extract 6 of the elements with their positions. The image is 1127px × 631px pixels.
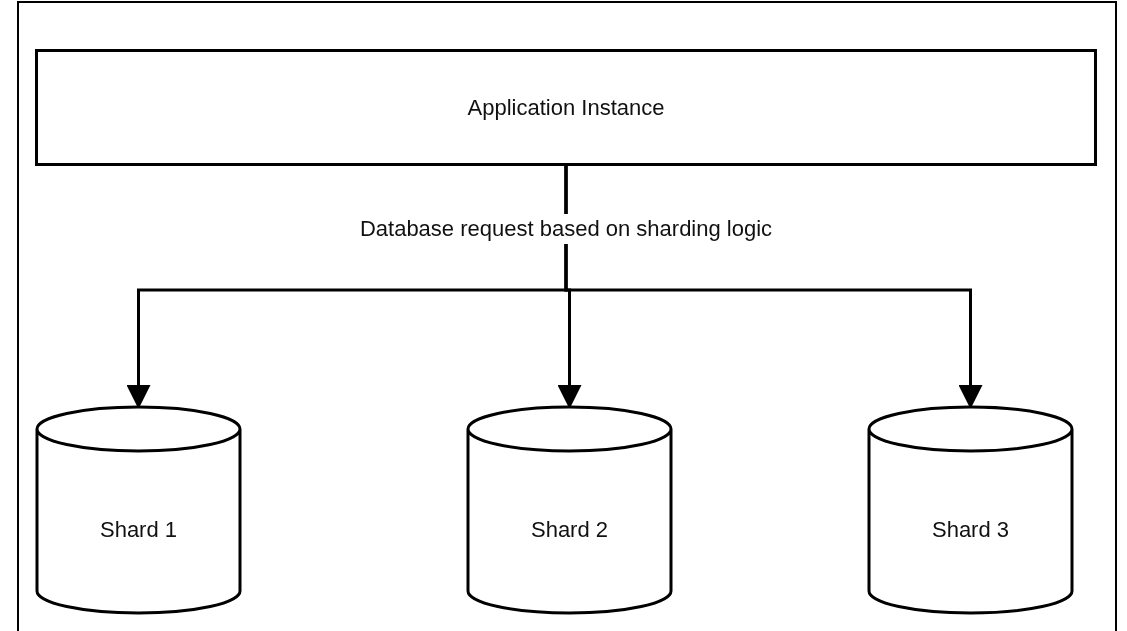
shard-label: Shard 1 [99, 517, 178, 543]
process-box [35, 49, 1097, 166]
shard-label: Shard 2 [530, 517, 609, 543]
shard-label: Shard 3 [931, 517, 1010, 543]
arrow [564, 166, 983, 409]
box-label: Application Instance [467, 94, 665, 121]
